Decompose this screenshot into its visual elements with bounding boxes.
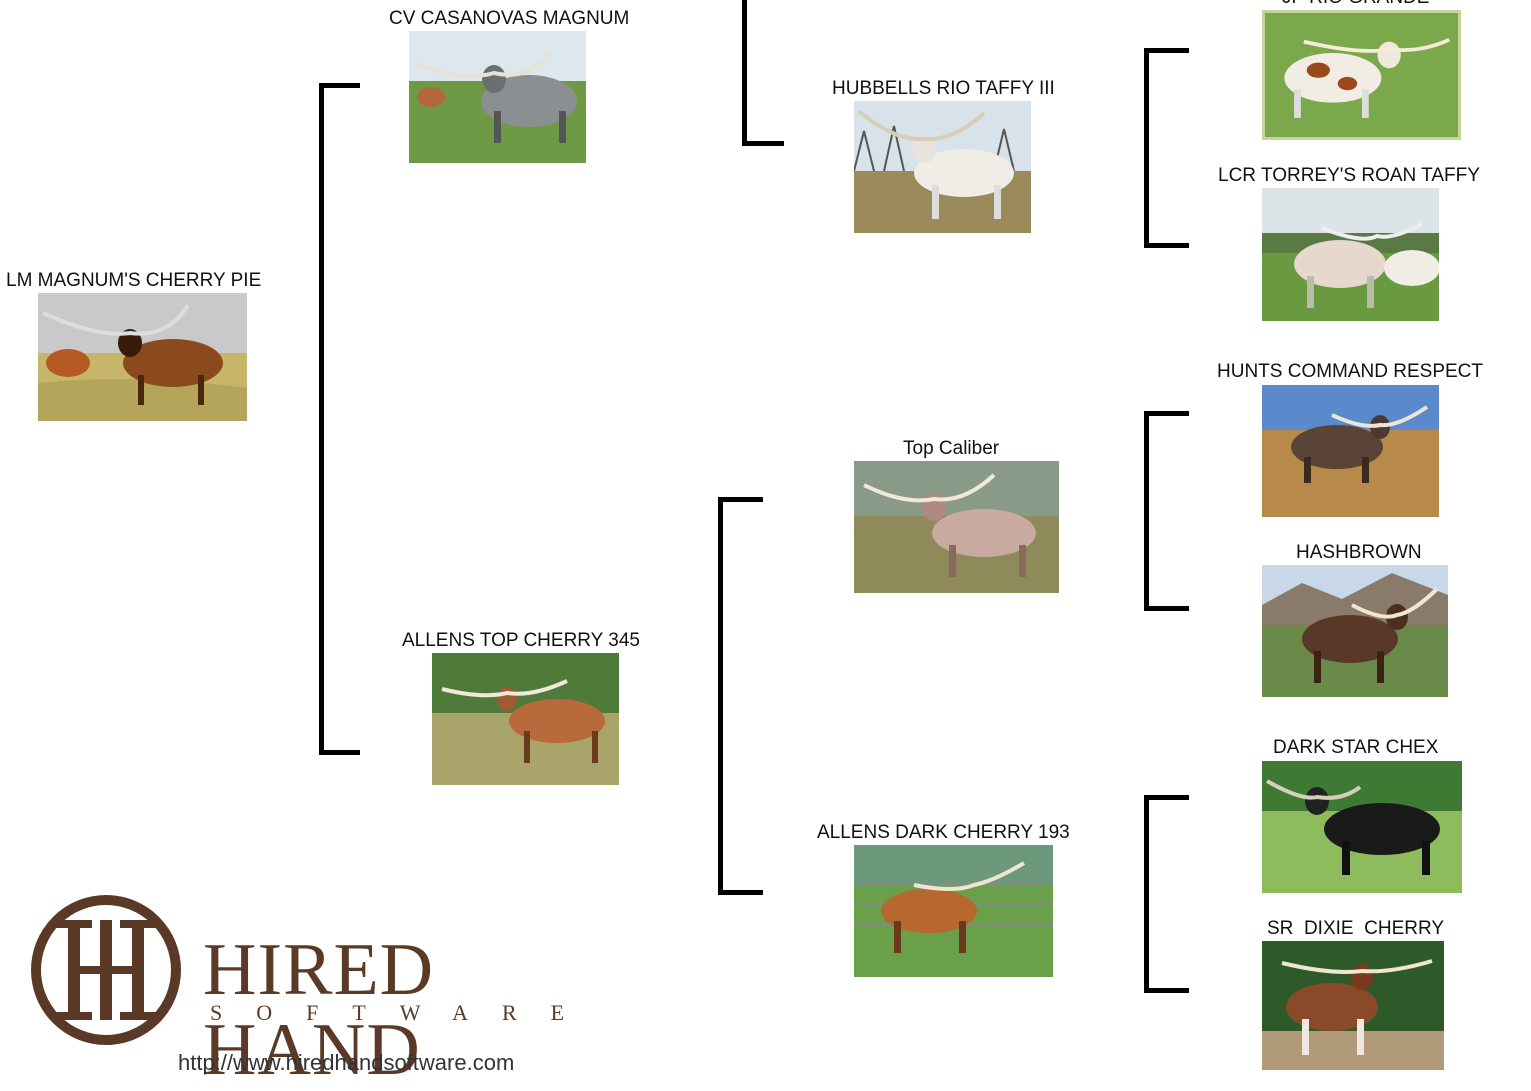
gg3-photo: [1262, 385, 1439, 517]
logo-subtitle: SOFTWARE: [210, 1000, 599, 1025]
gg5-name: DARK STAR CHEX: [1273, 737, 1439, 758]
gg1-name: JP RIO GRANDE: [1282, 0, 1429, 9]
gg4-photo: [1262, 565, 1448, 697]
gg1-photo: [1262, 10, 1461, 140]
dam-sire-photo: [854, 461, 1059, 593]
sire-dam-name: HUBBELLS RIO TAFFY III: [832, 78, 1055, 99]
sire-photo: [409, 31, 586, 163]
dam-bracket: [718, 497, 763, 895]
subject-bracket: [319, 83, 360, 755]
dam-dam-photo: [854, 845, 1053, 977]
gg6-name: SR DIXIE CHERRY: [1267, 918, 1445, 939]
dam-sire-name: Top Caliber: [903, 438, 1000, 459]
sire-name: CV CASANOVAS MAGNUM: [389, 8, 630, 29]
gg2-name: LCR TORREY'S ROAN TAFFY: [1218, 165, 1480, 186]
subject-name: LM MAGNUM'S CHERRY PIE: [6, 270, 262, 291]
subject-photo: [38, 293, 247, 421]
gg3-name: HUNTS COMMAND RESPECT: [1217, 361, 1484, 382]
dam-dam-bracket: [1144, 795, 1189, 993]
logo-url[interactable]: http://www.hiredhandsoftware.com: [178, 1050, 515, 1075]
gg6-photo: [1262, 941, 1444, 1070]
gg4-name: HASHBROWN: [1296, 542, 1422, 563]
sire-line-vertical: [742, 0, 747, 146]
sire-dam-photo: [854, 101, 1031, 233]
dam-dam-name: ALLENS DARK CHERRY 193: [817, 822, 1070, 843]
hired-hand-logo: HIRED HAND SOFTWARE http://www.hiredhand…: [28, 890, 668, 1090]
hh-monogram-icon: [31, 895, 181, 1045]
dam-photo: [432, 653, 619, 785]
dam-sire-bracket: [1144, 411, 1189, 611]
sire-line-stub: [742, 141, 784, 146]
gg2-photo: [1262, 188, 1439, 321]
gg5-photo: [1262, 761, 1462, 893]
sire-dam-bracket: [1144, 48, 1189, 248]
dam-name: ALLENS TOP CHERRY 345: [402, 630, 640, 651]
